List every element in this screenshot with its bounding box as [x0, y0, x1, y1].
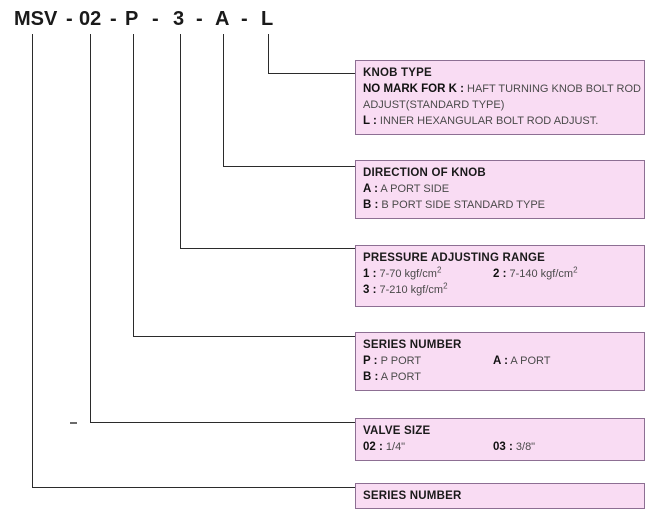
box-valve-size-title: VALVE SIZE — [363, 425, 431, 437]
box-pressure-desc-1: 7-70 kgf/cm — [379, 268, 437, 280]
box-series-upper-col2: A : A PORT — [493, 353, 551, 369]
box-series-number-upper: SERIES NUMBER P : P PORT A : A PORT B : … — [355, 332, 645, 391]
box-series-upper-desc-2: A PORT — [510, 355, 551, 367]
box-pressure-adjusting-range: PRESSURE ADJUSTING RANGE 1 : 7-70 kgf/cm… — [355, 245, 645, 307]
leader-line-direction-horizontal — [223, 166, 356, 167]
box-series-upper-code-2: A : — [493, 355, 508, 367]
code-separator-1: - — [66, 8, 73, 30]
box-series-upper-desc-3: A PORT — [380, 371, 421, 383]
box-knob-type-code-3: L : — [363, 115, 377, 127]
box-pressure-sup-2: 2 — [573, 265, 578, 275]
box-knob-type: KNOB TYPE NO MARK FOR K : HAFT TURNING K… — [355, 60, 645, 135]
box-pressure-sup-3: 2 — [443, 281, 448, 291]
leader-line-pressure-vertical — [180, 34, 181, 249]
box-knob-type-line-1: NO MARK FOR K : HAFT TURNING KNOB BOLT R… — [363, 81, 644, 97]
leader-line-series-upper-vertical — [133, 34, 134, 337]
leader-tick-valve-size — [70, 422, 77, 424]
leader-line-series-upper-horizontal — [133, 336, 356, 337]
box-series-number-lower: SERIES NUMBER — [355, 483, 645, 509]
box-series-upper-line-2: B : A PORT — [363, 369, 644, 385]
box-series-upper-desc-1: P PORT — [380, 355, 422, 367]
code-separator-3: - — [152, 8, 159, 30]
box-pressure-desc-3: 7-210 kgf/cm — [379, 284, 444, 296]
box-series-upper-code-3: B : — [363, 371, 379, 383]
leader-line-pressure-horizontal — [180, 248, 356, 249]
box-valve-size-col2: 03 : 3/8" — [493, 439, 535, 455]
box-knob-type-title: KNOB TYPE — [363, 67, 432, 79]
box-knob-type-desc-1: HAFT TURNING KNOB BOLT ROD — [467, 83, 641, 95]
box-valve-size-desc-1: 1/4" — [385, 441, 406, 453]
model-code-row: MSV - 02 - P - 3 - A - L — [0, 8, 300, 34]
box-direction-code-1: A : — [363, 183, 378, 195]
leader-line-series-lower-vertical — [32, 34, 33, 488]
code-segment-5: A — [215, 8, 230, 30]
code-segment-6: L — [261, 8, 274, 30]
leader-line-valve-size-vertical — [90, 34, 91, 423]
box-direction-of-knob: DIRECTION OF KNOB A : A PORT SIDE B : B … — [355, 160, 645, 219]
box-valve-size-line-1: 02 : 1/4" 03 : 3/8" — [363, 439, 644, 455]
leader-line-valve-size-horizontal — [90, 422, 356, 423]
box-pressure-code-3: 3 : — [363, 284, 377, 296]
box-knob-type-line-2: ADJUST(STANDARD TYPE) — [363, 97, 644, 113]
box-series-upper-code-1: P : — [363, 355, 378, 367]
box-knob-type-line-3: L : INNER HEXANGULAR BOLT ROD ADJUST. — [363, 113, 644, 129]
box-series-upper-title: SERIES NUMBER — [363, 339, 462, 351]
code-segment-4: 3 — [173, 8, 185, 30]
box-valve-size-code-2: 03 : — [493, 441, 513, 453]
box-knob-type-desc-3: INNER HEXANGULAR BOLT ROD ADJUST. — [379, 115, 599, 127]
box-direction-code-2: B : — [363, 199, 379, 211]
box-valve-size: VALVE SIZE 02 : 1/4" 03 : 3/8" — [355, 418, 645, 461]
box-pressure-line-2: 3 : 7-210 kgf/cm2 — [363, 282, 644, 298]
code-segment-3: P — [125, 8, 139, 30]
code-segment-1: MSV — [14, 8, 58, 30]
box-direction-desc-2: B PORT SIDE STANDARD TYPE — [381, 199, 546, 211]
code-separator-2: - — [110, 8, 117, 30]
box-knob-type-code-1: NO MARK FOR K : — [363, 83, 464, 95]
box-direction-line-1: A : A PORT SIDE — [363, 181, 644, 197]
leader-line-direction-vertical — [223, 34, 224, 167]
box-pressure-sup-1: 2 — [436, 265, 442, 275]
box-pressure-title: PRESSURE ADJUSTING RANGE — [363, 252, 546, 264]
code-segment-2: 02 — [79, 8, 102, 30]
box-pressure-desc-2: 7-140 kgf/cm — [509, 268, 574, 280]
leader-line-series-lower-horizontal — [32, 487, 356, 488]
box-valve-size-desc-2: 3/8" — [515, 441, 536, 453]
box-pressure-col2-1: 2 : 7-140 kgf/cm2 — [493, 266, 578, 282]
box-direction-desc-1: A PORT SIDE — [380, 183, 450, 195]
box-direction-title: DIRECTION OF KNOB — [363, 167, 486, 179]
box-valve-size-code-1: 02 : — [363, 441, 383, 453]
box-direction-line-2: B : B PORT SIDE STANDARD TYPE — [363, 197, 644, 213]
box-series-lower-title: SERIES NUMBER — [363, 490, 462, 502]
box-knob-type-desc-2: ADJUST(STANDARD TYPE) — [363, 99, 505, 111]
code-separator-4: - — [196, 8, 203, 30]
box-pressure-code-1: 1 : — [363, 268, 377, 280]
leader-line-knob-type-horizontal — [268, 73, 356, 74]
code-separator-5: - — [241, 8, 248, 30]
leader-line-knob-type-vertical — [268, 34, 269, 73]
box-pressure-code-2: 2 : — [493, 268, 507, 280]
box-series-upper-line-1: P : P PORT A : A PORT — [363, 353, 644, 369]
box-pressure-line-1: 1 : 7-70 kgf/cm2 2 : 7-140 kgf/cm2 — [363, 266, 644, 282]
